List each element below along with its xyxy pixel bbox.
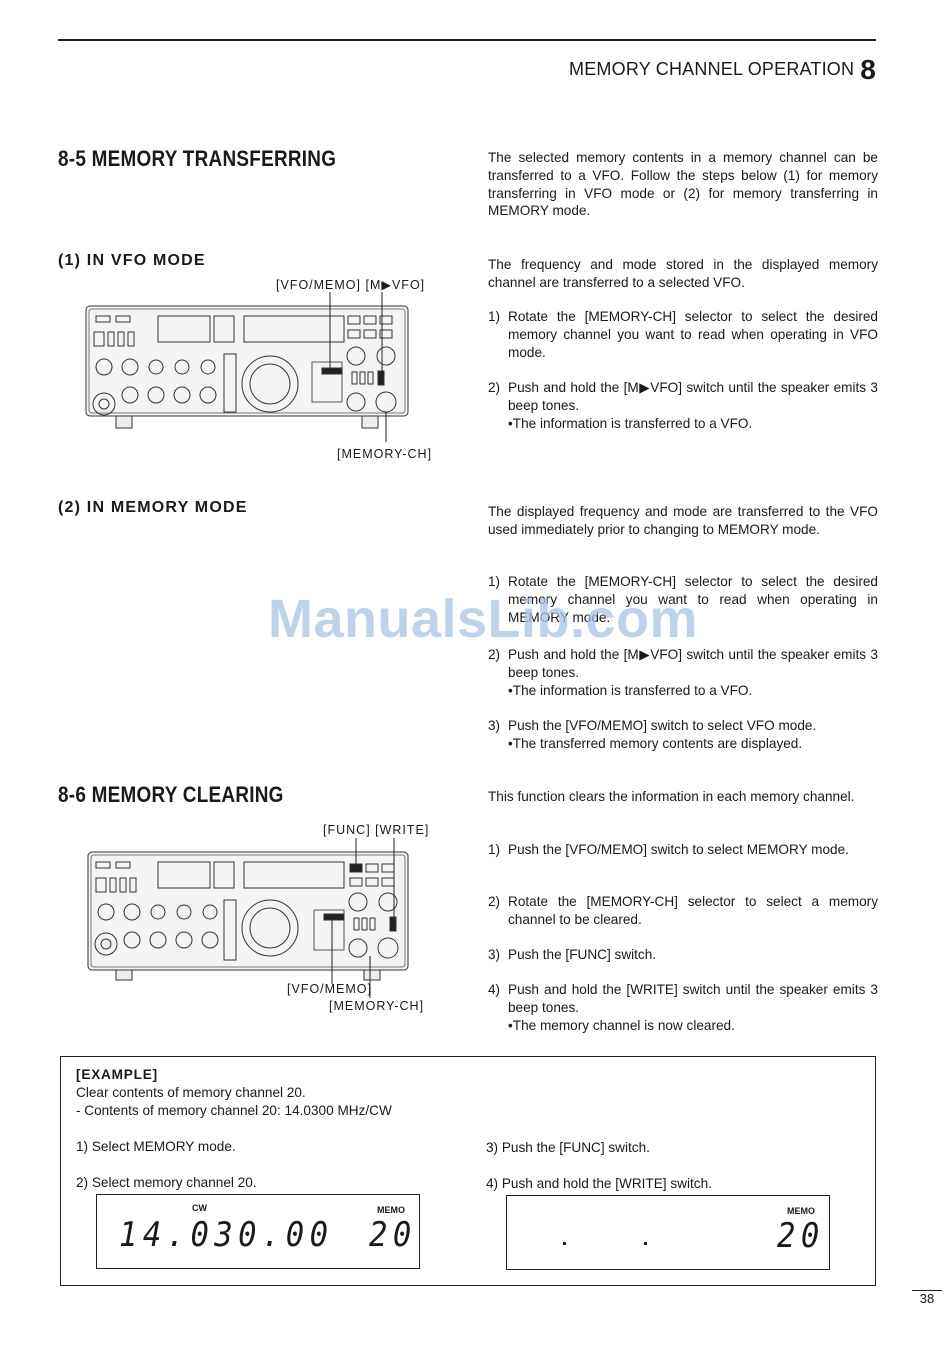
- memory-step-3: 3) Push the [VFO/MEMO] switch to select …: [488, 718, 817, 751]
- clearing-step-2: 2) Rotate the [MEMORY-CH] selector to se…: [488, 894, 878, 927]
- memory-transferring-heading: 8-5 MEMORY TRANSFERRING: [58, 146, 337, 171]
- lcd-display-before: CW MEMO 14.030.00 20: [96, 1194, 420, 1269]
- chapter-number: 8: [860, 54, 876, 85]
- example-step-2: 2) Select memory channel 20.: [76, 1175, 257, 1190]
- lcd-frequency: 14.030.00: [119, 1215, 334, 1255]
- lcd-dot-1: [563, 1242, 566, 1245]
- clearing-step-1: 1) Push the [VFO/MEMO] switch to select …: [488, 842, 849, 857]
- lcd-memo-label-after: MEMO: [787, 1206, 815, 1216]
- clearing-intro: This function clears the information in …: [488, 789, 855, 804]
- watermark: ManualsLib.com: [268, 589, 699, 649]
- transceiver-front-panel-diagram-1: [85, 292, 409, 442]
- clearing-step-4: 4) Push and hold the [WRITE] switch unti…: [488, 982, 878, 1033]
- memory-mode-heading: (2) IN MEMORY MODE: [58, 499, 248, 516]
- memory-mode-intro: The displayed frequency and mode are tra…: [488, 504, 878, 537]
- lcd-channel: 20: [369, 1215, 417, 1255]
- transceiver-front-panel-diagram-2: [87, 838, 409, 998]
- example-title: [EXAMPLE]: [76, 1067, 158, 1082]
- lcd-memo-label: MEMO: [377, 1205, 405, 1215]
- label-memory-ch-2: [MEMORY-CH]: [329, 999, 425, 1013]
- section-title: MEMORY CHANNEL OPERATION: [569, 59, 855, 79]
- vfo-mode-heading: (1) IN VFO MODE: [58, 252, 206, 269]
- memory-clearing-heading: 8-6 MEMORY CLEARING: [58, 782, 284, 807]
- clearing-step-3: 3) Push the [FUNC] switch.: [488, 947, 657, 962]
- vfo-step-2: 2) Push and hold the [M▶VFO] switch unti…: [488, 380, 878, 431]
- example-step-1: 1) Select MEMORY mode.: [76, 1139, 236, 1154]
- page-number: 38: [912, 1290, 942, 1306]
- lcd-display-after: MEMO 20: [506, 1195, 830, 1270]
- example-step-4: 4) Push and hold the [WRITE] switch.: [486, 1176, 712, 1191]
- label-memory-ch: [MEMORY-CH]: [337, 447, 433, 461]
- transfer-intro: The selected memory contents in a memory…: [488, 150, 878, 219]
- vfo-step-1: 1) Rotate the [MEMORY-CH] selector to se…: [488, 309, 878, 360]
- lcd-dot-2: [644, 1242, 647, 1245]
- lcd-mode-cw: CW: [192, 1203, 207, 1213]
- vfo-mode-intro: The frequency and mode stored in the dis…: [488, 257, 878, 290]
- label-vfo-memo-m-vfo: [VFO/MEMO] [M▶VFO]: [276, 278, 426, 292]
- label-vfo-memo: [VFO/MEMO]: [287, 982, 372, 996]
- example-line-2: - Contents of memory channel 20: 14.0300…: [76, 1103, 392, 1118]
- example-line-1: Clear contents of memory channel 20.: [76, 1085, 306, 1100]
- header-rule: [58, 39, 876, 41]
- memory-step-1: 1) Rotate the [MEMORY-CH] selector to se…: [488, 574, 878, 625]
- memory-step-2: 2) Push and hold the [M▶VFO] switch unti…: [488, 647, 878, 698]
- example-box: [EXAMPLE] Clear contents of memory chann…: [60, 1056, 876, 1286]
- example-step-3: 3) Push the [FUNC] switch.: [486, 1140, 650, 1155]
- label-func-write: [FUNC] [WRITE]: [323, 823, 430, 837]
- lcd-channel-after: 20: [777, 1216, 825, 1256]
